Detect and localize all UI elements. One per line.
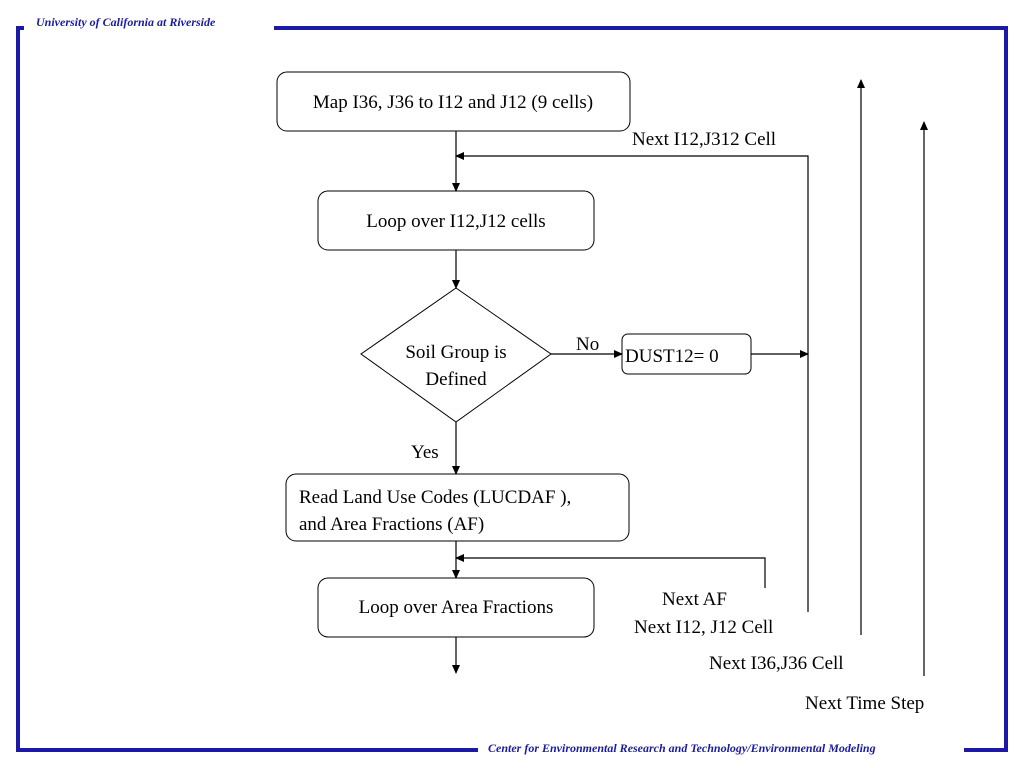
next-time-label: Next Time Step [805, 693, 924, 714]
map-step-text: Map I36, J36 to I12 and J12 (9 cells) [313, 92, 593, 113]
no-label: No [576, 334, 599, 355]
next-af-label: Next AF [662, 589, 727, 610]
decision-text-line1: Soil Group is [405, 342, 506, 363]
read-codes-text-line1: Read Land Use Codes (LUCDAF ), [299, 487, 571, 508]
map-step-box [276, 71, 631, 132]
next-cell-36-label: Next I36,J36 Cell [709, 653, 844, 674]
next-cell-312-label: Next I12,J312 Cell [632, 129, 776, 150]
top-header-label: University of California at Riverside [36, 15, 216, 29]
next-af-loop-line [455, 554, 766, 588]
decision-text-line2: Defined [425, 369, 487, 390]
loop-af-text: Loop over Area Fractions [359, 597, 554, 618]
dust-text: DUST12= 0 [625, 346, 719, 367]
loop-cells-text: Loop over I12,J12 cells [366, 211, 545, 232]
next-cell-loop-line [455, 152, 809, 612]
slide-frame [16, 26, 1008, 752]
read-codes-text-line2: and Area Fractions (AF) [299, 514, 484, 535]
next-cell-12-label: Next I12, J12 Cell [634, 617, 773, 638]
yes-label: Yes [411, 442, 439, 463]
bottom-footer-label: Center for Environmental Research and Te… [488, 741, 876, 755]
